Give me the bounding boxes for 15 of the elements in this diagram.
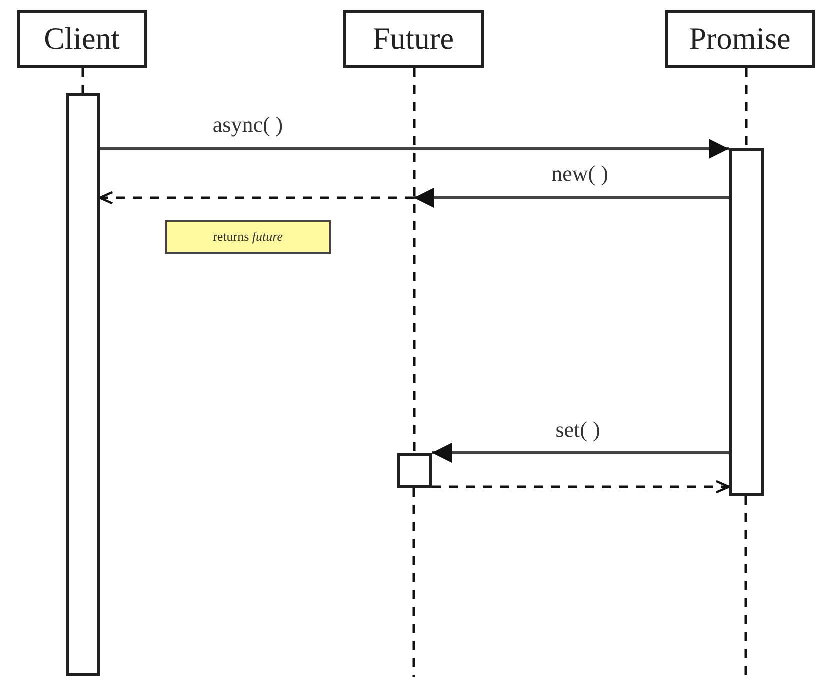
participant-box: Promise	[665, 10, 815, 68]
lifeline	[413, 68, 416, 453]
participant-box: Client	[17, 10, 147, 68]
lifeline	[82, 68, 84, 93]
message-arrow	[100, 139, 729, 159]
return-arrow	[432, 480, 730, 494]
message-arrow	[414, 188, 729, 208]
return-arrow	[98, 191, 414, 205]
message-arrow	[432, 443, 729, 463]
lifeline	[745, 68, 748, 148]
activation-bar	[729, 148, 764, 496]
activation-bar	[66, 93, 100, 676]
note-box: returns future	[165, 220, 331, 254]
activation-bar	[397, 453, 432, 488]
participant-box: Future	[343, 10, 484, 68]
